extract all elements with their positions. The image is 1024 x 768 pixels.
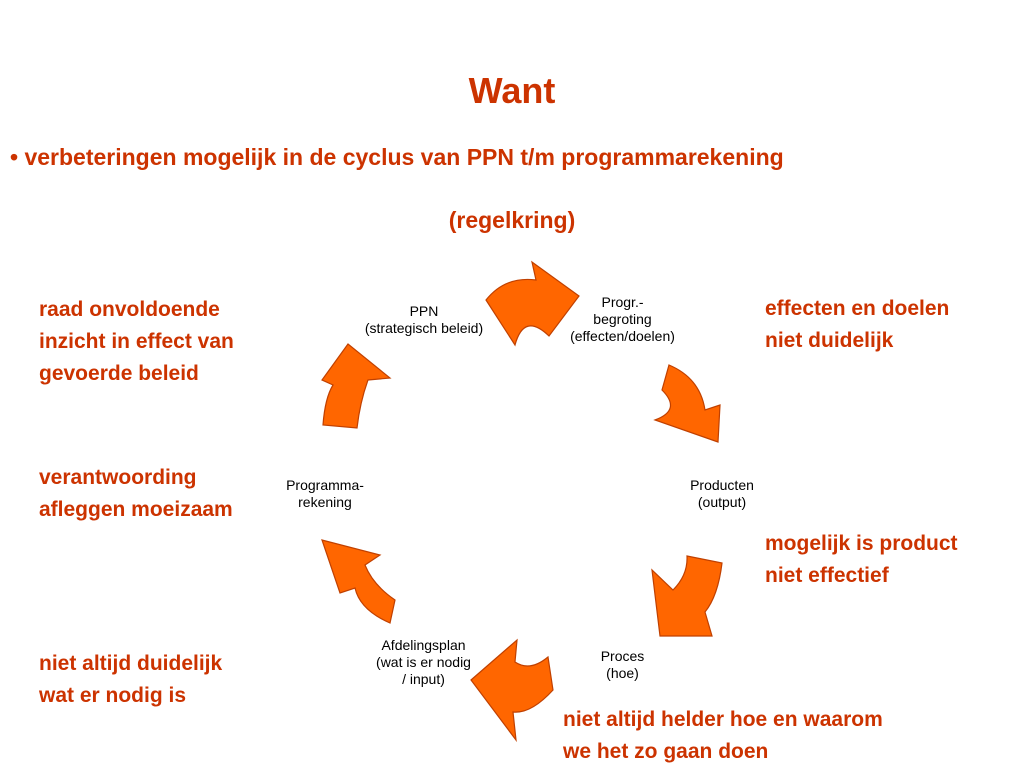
bullet-statement-continuation: (regelkring) <box>448 207 576 233</box>
bullet-statement: • verbeteringen mogelijk in de cyclus va… <box>10 144 784 170</box>
node-producten: Producten (output) <box>690 477 754 510</box>
cycle-arrow-afdelingsplan-to-rekening-icon <box>321 539 396 624</box>
cycle-arrow-rekening-to-ppn-icon <box>321 343 392 429</box>
note-raad: raad onvoldoende inzicht in effect van g… <box>39 298 234 385</box>
node-proces: Proces (hoe) <box>600 648 645 681</box>
node-programmabegroting: Progr.- begroting (effecten/doelen) <box>570 294 675 344</box>
cycle-arrow-producten-to-proces-icon <box>651 555 723 637</box>
node-ppn: PPN (strategisch beleid) <box>364 303 484 336</box>
cycle-arrow-ppn-to-begroting-icon <box>485 260 580 347</box>
note-helder: niet altijd helder hoe en waarom we het … <box>563 708 883 763</box>
note-verantwoording: verantwoording afleggen moeizaam <box>39 466 233 521</box>
cycle-arrow-proces-to-afdelingsplan-icon <box>470 638 554 743</box>
node-afdelingsplan: Afdelingsplan (wat is er nodig / input) <box>376 637 471 687</box>
page-title: Want <box>468 70 556 111</box>
note-effecten: effecten en doelen niet duidelijk <box>765 297 950 352</box>
node-programmarekening: Programma- rekening <box>286 477 364 510</box>
cycle-arrow-begroting-to-producten-icon <box>653 364 721 443</box>
note-product: mogelijk is product niet effectief <box>765 532 958 587</box>
note-nodig: niet altijd duidelijk wat er nodig is <box>39 652 223 707</box>
